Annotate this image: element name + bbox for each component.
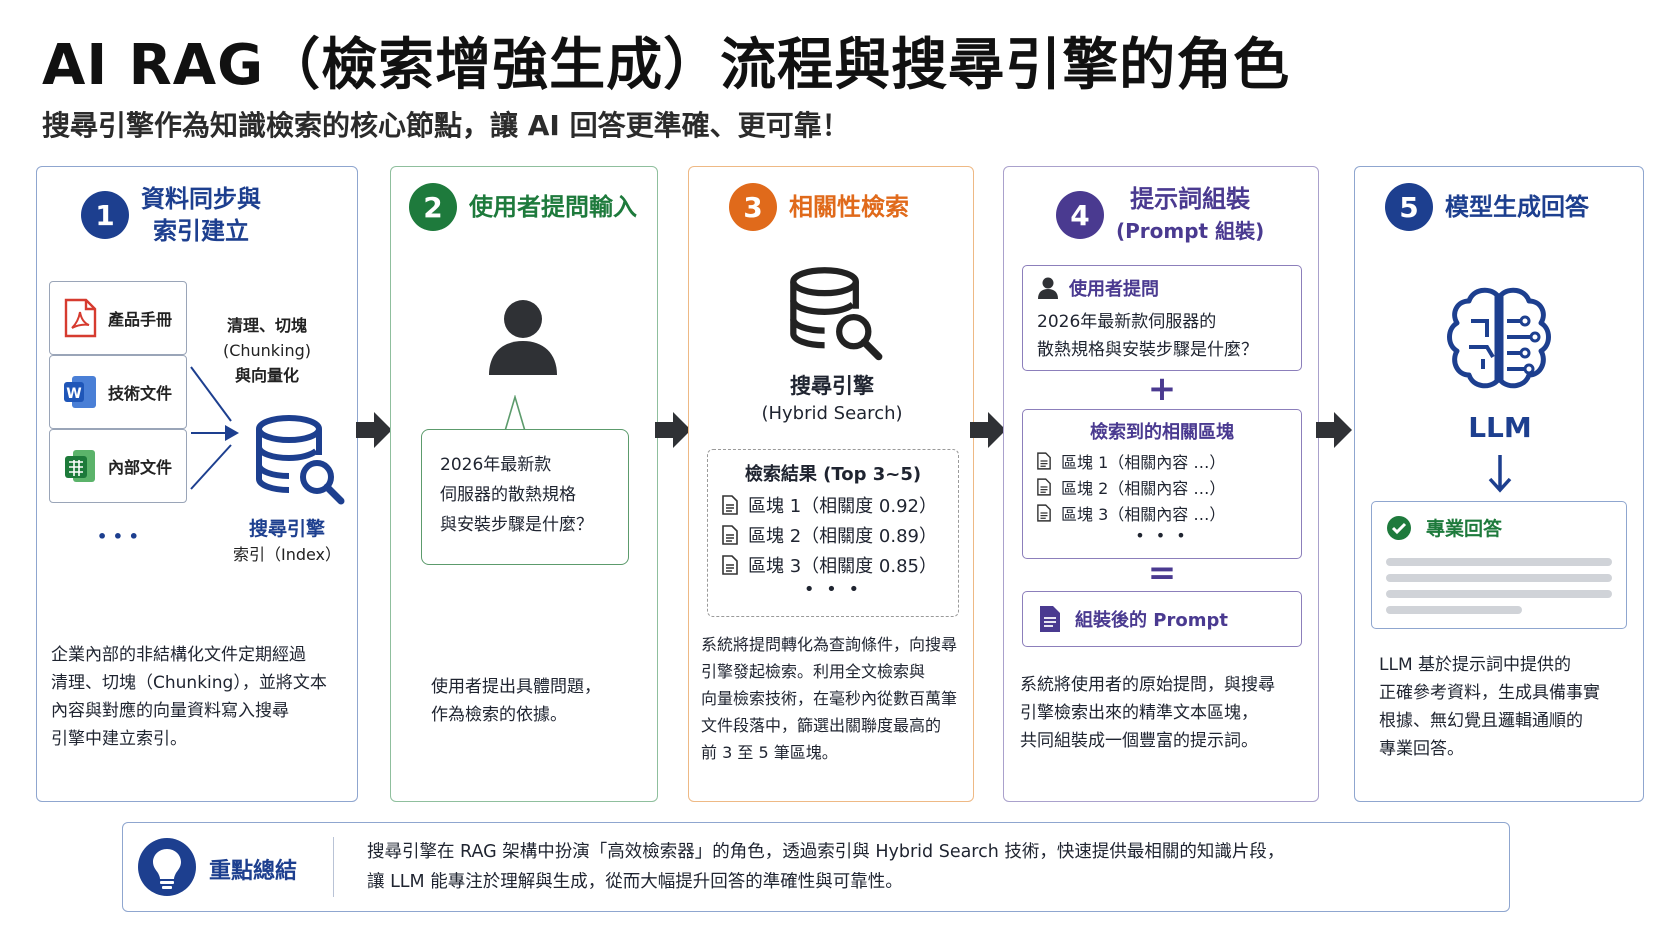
search-engine-icon: [785, 265, 885, 369]
doc-label: 技術文件: [108, 384, 173, 403]
user-icon: [487, 299, 559, 379]
flow-arrow-2: [655, 412, 691, 448]
step-1-card: 1 資料同步與 索引建立 產品手冊 W 技術文件 內部文件 • • • 清理、切…: [36, 166, 358, 802]
search-results-box: 檢索結果 (Top 3~5) 區塊 1（相關度 0.92） 區塊 2（相關度 0…: [707, 449, 959, 617]
text-placeholder-line: [1386, 574, 1612, 582]
result-row: 區塊 1（相關度 0.92）: [722, 490, 944, 520]
check-circle-icon: [1387, 515, 1411, 540]
summary-text: 搜尋引擎在 RAG 架構中扮演「高效檢索器」的角色，透過索引與 Hybrid S…: [367, 842, 1285, 892]
text-placeholder-line: [1386, 606, 1522, 614]
result-row: 區塊 3（相關度 0.85）: [722, 550, 944, 580]
pdf-icon: [60, 298, 100, 338]
step-2-title: 使用者提問輸入: [469, 193, 637, 221]
more-results: • • •: [803, 579, 863, 600]
document-icon: [1040, 606, 1060, 632]
document-icon: [1037, 452, 1051, 470]
doc-technical: W 技術文件: [49, 355, 187, 429]
step-2-header: 2 使用者提問輸入: [409, 183, 637, 231]
summary-label: 重點總結: [209, 859, 298, 884]
summary-divider: [333, 837, 334, 897]
flow-arrow-3: [970, 412, 1006, 448]
spreadsheet-icon: [60, 446, 100, 486]
assembled-prompt-box: 組裝後的 Prompt: [1022, 591, 1302, 647]
doc-label: 產品手冊: [108, 310, 173, 329]
step-1-number: 1: [81, 191, 129, 239]
results-title: 檢索結果 (Top 3~5): [744, 464, 922, 485]
page-title: AI RAG（檢索增強生成）流程與搜尋引擎的角色: [42, 33, 1291, 98]
step-2-card: 2 使用者提問輸入 2026年最新款 伺服器的散熱規格 與安裝步驟是什麼？ 使用…: [390, 166, 658, 802]
doc-internal: 內部文件: [49, 429, 187, 503]
more-docs: • • •: [97, 527, 139, 546]
step-5-description: LLM 基於提示詞中提供的 正確參考資料，生成具備事實 根據、無幻覺且邏輯通順的…: [1379, 655, 1600, 759]
step-2-description: 使用者提出具體問題， 作為檢索的依據。: [431, 677, 601, 725]
step-4-number: 4: [1056, 191, 1104, 239]
step-3-card: 3 相關性檢索 搜尋引擎 (Hybrid Search) 檢索結果 (Top 3…: [688, 166, 974, 802]
search-engine-icon: [251, 413, 347, 513]
doc-product-manual: 產品手冊: [49, 281, 187, 355]
bubble-tail: [504, 395, 526, 432]
chunk-row: 區塊 3（相關內容 …）: [1037, 500, 1287, 526]
user-question-box: 使用者提問 2026年最新款伺服器的 散熱規格與安裝步驟是什麼？: [1022, 265, 1302, 371]
step-3-number: 3: [729, 183, 777, 231]
flow-arrow-1: [356, 412, 392, 448]
step-4-description: 系統將使用者的原始提問，與搜尋 引擎檢索出來的精準文本區塊， 共同組裝成一個豐富…: [1020, 675, 1275, 751]
step-5-header: 5 模型生成回答: [1385, 183, 1589, 231]
text-placeholder-line: [1386, 558, 1612, 566]
down-arrow: [1488, 455, 1512, 493]
step-3-header: 3 相關性檢索: [729, 183, 909, 231]
user-icon: [1038, 277, 1058, 299]
step-1-header: 1 資料同步與 索引建立: [81, 183, 261, 247]
step-1-description: 企業內部的非結構化文件定期經過 清理、切塊（Chunking），並將文本 內容與…: [51, 645, 327, 749]
merge-arrows: [190, 366, 239, 490]
step-5-title: 模型生成回答: [1445, 193, 1589, 221]
step-2-number: 2: [409, 183, 457, 231]
retrieved-chunks-box: 檢索到的相關區塊 區塊 1（相關內容 …） 區塊 2（相關內容 …） 區塊 3（…: [1022, 409, 1302, 559]
word-icon: W: [60, 372, 100, 412]
step-5-card: 5 模型生成回答 LLM 專業回答 LLM 基於提示詞中提供的 正確參考資料，生…: [1354, 166, 1644, 802]
step-4-title: 提示詞組裝 (Prompt 組裝): [1116, 185, 1265, 243]
engine-caption: 搜尋引擎 (Hybrid Search): [761, 374, 903, 424]
more-chunks: • • •: [1135, 526, 1189, 545]
document-icon: [722, 555, 738, 575]
brain-icon: [1443, 285, 1555, 401]
lightbulb-icon: [138, 838, 196, 896]
step-4-header: 4 提示詞組裝 (Prompt 組裝): [1056, 183, 1264, 247]
plus-sign: +: [1147, 369, 1177, 409]
process-label: 清理、切塊 (Chunking) 與向量化: [222, 316, 312, 385]
doc-label: 內部文件: [108, 458, 173, 477]
document-icon: [1037, 504, 1051, 522]
result-row: 區塊 2（相關度 0.89）: [722, 520, 944, 550]
document-icon: [722, 495, 738, 515]
step-1-title: 資料同步與 索引建立: [141, 185, 261, 245]
llm-label: LLM: [1468, 411, 1532, 444]
svg-text:W: W: [66, 386, 81, 402]
answer-card: 專業回答: [1371, 501, 1627, 629]
document-icon: [722, 525, 738, 545]
step-3-title: 相關性檢索: [789, 193, 909, 221]
engine-caption: 搜尋引擎 索引（Index）: [232, 518, 342, 564]
question-bubble: 2026年最新款 伺服器的散熱規格 與安裝步驟是什麼？: [421, 429, 629, 565]
flow-arrow-4: [1316, 412, 1352, 448]
step-4-card: 4 提示詞組裝 (Prompt 組裝) 使用者提問 2026年最新款伺服器的 散…: [1003, 166, 1319, 802]
chunk-row: 區塊 2（相關內容 …）: [1037, 474, 1287, 500]
step-5-number: 5: [1385, 183, 1433, 231]
document-icon: [1037, 478, 1051, 496]
chunk-row: 區塊 1（相關內容 …）: [1037, 448, 1287, 474]
step-3-description: 系統將提問轉化為查詢條件，向搜尋 引擎發起檢索。利用全文檢索與 向量檢索技術，在…: [701, 635, 958, 762]
text-placeholder-line: [1386, 590, 1612, 598]
equals-sign: =: [1147, 553, 1177, 593]
summary-box: 重點總結 搜尋引擎在 RAG 架構中扮演「高效檢索器」的角色，透過索引與 Hyb…: [122, 822, 1510, 912]
page-subtitle: 搜尋引擎作為知識檢索的核心節點，讓 AI 回答更準確、更可靠！: [42, 109, 850, 142]
